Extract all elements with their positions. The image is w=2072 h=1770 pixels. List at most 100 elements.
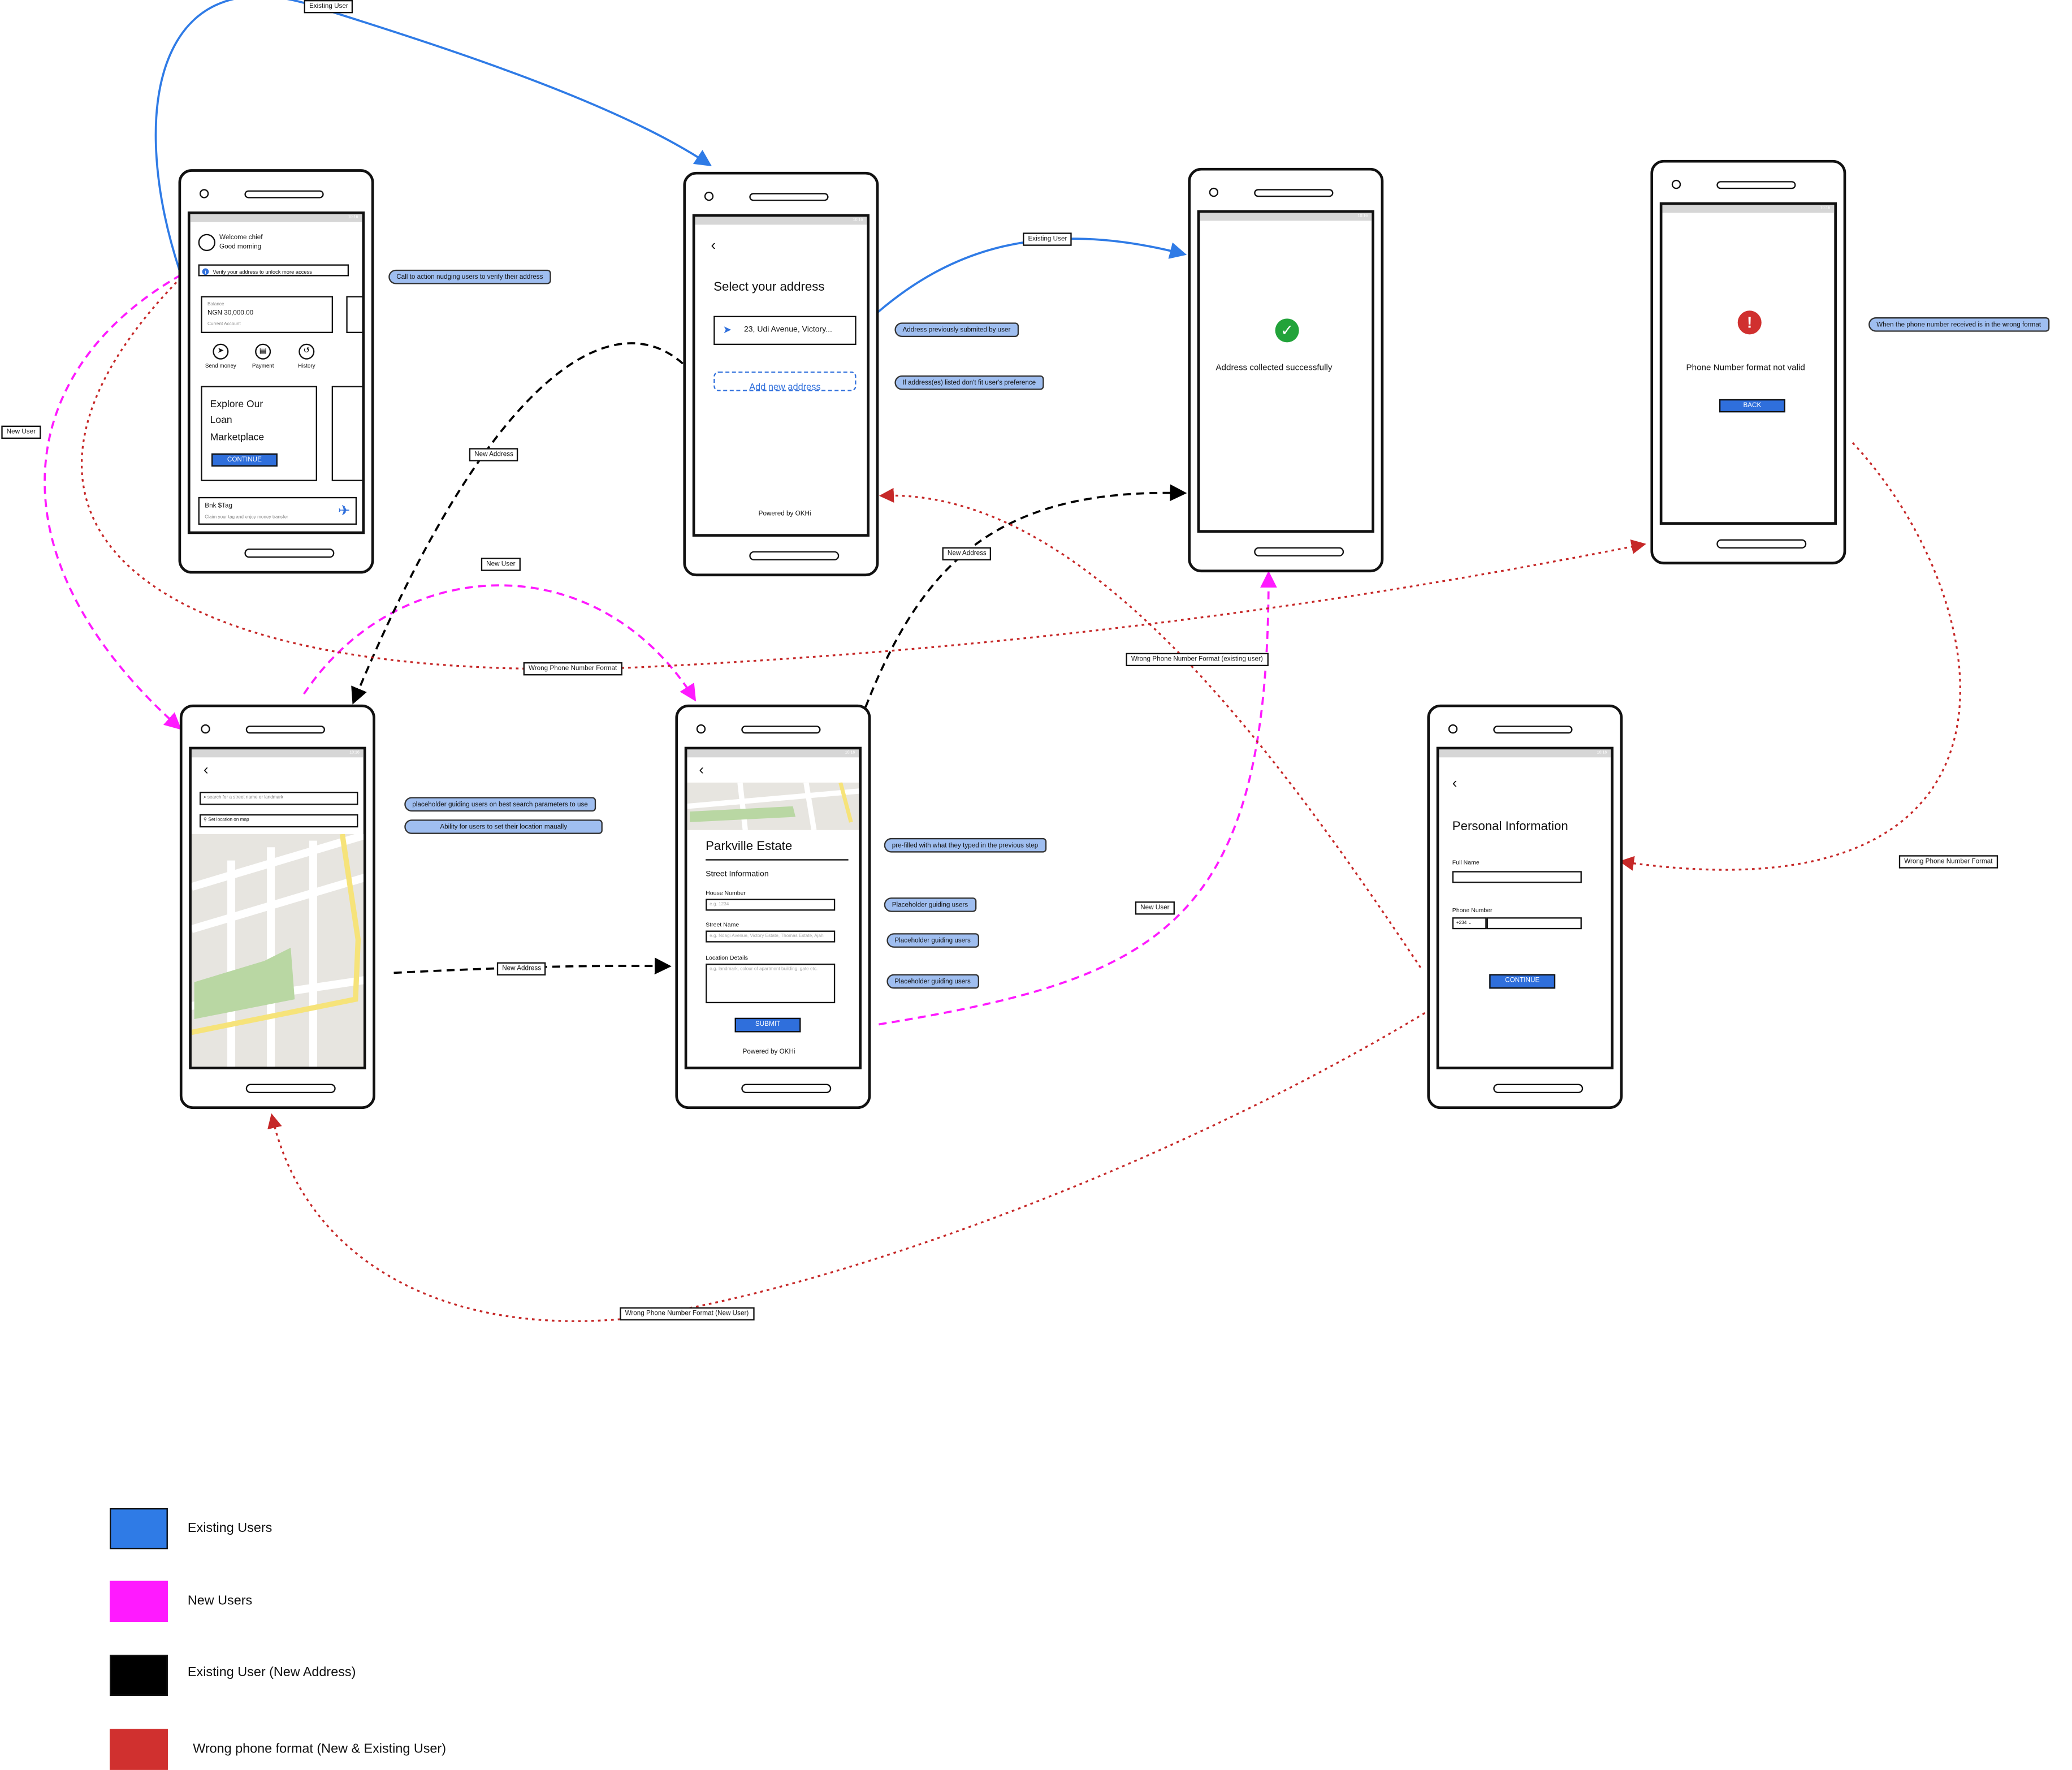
add-new-address-label: Add new address (749, 383, 821, 393)
phone-error: 10:16 ! Phone Number format not valid BA… (1650, 159, 1846, 565)
note-manual-set: Ability for users to set their location … (404, 819, 603, 834)
tag-sub: Claim your tag and enjoy money transfer (205, 514, 288, 520)
powered-by: Powered by OKHi (742, 1048, 795, 1056)
set-location-button[interactable]: ⚲ Set location on map (199, 814, 358, 828)
legend-label-new: New Users (187, 1594, 253, 1609)
legend-label-wrong-phone: Wrong phone format (New & Existing User) (193, 1742, 447, 1757)
flow-newaddr-map-to-form (393, 957, 672, 975)
map-view[interactable] (191, 834, 366, 1069)
loan-continue-button[interactable]: CONTINUE (211, 453, 278, 467)
note-search-hint: placeholder guiding users on best search… (404, 797, 596, 812)
flow-label-new-address-2: New Address (942, 547, 992, 561)
flow-label-wrong-phone-existing: Wrong Phone Number Format (existing user… (1126, 653, 1269, 667)
back-icon[interactable]: ‹ (699, 762, 704, 779)
screen-error: 10:16 ! Phone Number format not valid BA… (1659, 202, 1837, 525)
back-icon[interactable]: ‹ (203, 762, 209, 779)
flow-wrong-error-to-info (1619, 442, 1961, 871)
tag-title: Bnk $Tag (205, 502, 233, 511)
address-item-label: 23, Udi Avenue, Victory... (743, 326, 832, 335)
flow-new-form-to-success (879, 571, 1277, 1026)
balance-card-next[interactable] (346, 296, 362, 334)
action-payment[interactable]: ▤ Payment (243, 343, 283, 369)
tag-card[interactable]: Bnk $Tag Claim your tag and enjoy money … (198, 497, 357, 525)
greeting: Welcome chief (219, 234, 263, 242)
send-icon: ➤ (213, 343, 229, 360)
back-icon[interactable]: ‹ (1452, 776, 1457, 792)
flow-label-existing-user-mid: Existing User (1023, 232, 1072, 246)
balance-card[interactable]: Balance NGN 30,000.00 Current Account (201, 296, 334, 334)
search-icon: ⌕ (203, 794, 207, 800)
search-input[interactable]: ⌕ search for a street name or landmark (199, 792, 358, 805)
note-wrong-format: When the phone number received is in the… (1868, 317, 2049, 332)
back-icon[interactable]: ‹ (711, 238, 716, 254)
country-code-select[interactable]: +234 ⌄ (1452, 917, 1487, 930)
legend-swatch-wrong-phone (110, 1729, 168, 1770)
error-icon: ! (1737, 310, 1762, 335)
note-placeholder-2: Placeholder guiding users (886, 933, 979, 948)
phone-success: 10:16 ✓ Address collected successfully (1188, 167, 1384, 573)
note-cta: Call to action nudging users to verify t… (388, 269, 551, 284)
note-placeholder-1: Placeholder guiding users (884, 897, 976, 912)
note-prev-address: Address previously submited by user (894, 322, 1019, 338)
location-label: Location Details (706, 954, 749, 961)
flow-new-map-to-form (303, 584, 697, 702)
action-label: History (298, 362, 315, 369)
flow-newaddr-form-to-success (864, 484, 1187, 708)
pin-icon: ⚲ (203, 817, 209, 822)
screen-personal-info: 10:16 ‹ Personal Information Full Name P… (1436, 746, 1614, 1069)
location-details-field[interactable]: e.g. landmark, colour of apartment build… (706, 963, 836, 1004)
phone-address-form: 10:16 ‹ Parkville Estate Street Informat… (675, 704, 871, 1110)
address-item[interactable]: ➤ 23, Udi Avenue, Victory... (713, 316, 857, 346)
flow-wrong-info-to-map (267, 987, 1465, 1322)
action-label: Payment (252, 362, 274, 369)
flow-new-home-to-map (44, 274, 182, 730)
payment-icon: ▤ (255, 343, 271, 360)
page-title: Parkville Estate (706, 839, 793, 854)
screen-select-address: 10:16 ‹ Select your address ➤ 23, Udi Av… (692, 214, 870, 537)
full-name-label: Full Name (1452, 859, 1480, 866)
phone-map-search: 10:16 ‹ ⌕ search for a street name or la… (179, 704, 375, 1110)
loan-card[interactable]: Explore Our Loan Marketplace CONTINUE (201, 386, 317, 481)
location-arrow-icon: ➤ (723, 323, 732, 336)
flow-label-new-user-right: New User (1135, 901, 1175, 915)
loan-card-next[interactable] (331, 386, 362, 481)
submit-button[interactable]: SUBMIT (734, 1017, 801, 1033)
note-prefilled: pre-filled with what they typed in the p… (884, 837, 1046, 853)
full-name-field[interactable] (1452, 871, 1582, 883)
section-heading: Street Information (706, 871, 769, 879)
continue-button[interactable]: CONTINUE (1489, 974, 1556, 989)
action-send-money[interactable]: ➤ Send money (201, 343, 240, 369)
add-new-address-button[interactable]: Add new address (713, 371, 857, 393)
flow-label-wrong-phone-new: Wrong Phone Number Format (New User) (620, 1307, 754, 1321)
verify-banner-text: Verify your address to unlock more acces… (213, 267, 312, 275)
phone-label: Phone Number (1452, 906, 1493, 914)
phone-personal-info: 10:16 ‹ Personal Information Full Name P… (1427, 704, 1623, 1110)
balance-value: NGN 30,000.00 (207, 309, 254, 317)
screen-success: 10:16 ✓ Address collected successfully (1197, 210, 1374, 533)
error-message: Phone Number format not valid (1686, 363, 1805, 373)
account-label: Current Account (207, 321, 241, 327)
screen-address-form: 10:16 ‹ Parkville Estate Street Informat… (684, 746, 862, 1069)
flow-label-new-address-1: New Address (469, 448, 519, 461)
legend-swatch-new-address (110, 1655, 168, 1696)
loan-line3: Marketplace (210, 430, 265, 443)
flow-label-wrong-phone: Wrong Phone Number Format (523, 662, 622, 676)
back-button[interactable]: BACK (1719, 399, 1785, 413)
success-message: Address collected successfully (1215, 363, 1333, 373)
legend-swatch-existing (110, 1508, 168, 1549)
action-history[interactable]: ↺ History (287, 343, 326, 369)
street-name-field[interactable]: e.g. Ndagi Avenue, Victory Estate, Thoma… (706, 930, 836, 943)
legend-swatch-new (110, 1581, 168, 1622)
avatar (198, 234, 215, 252)
flow-label-new-address-3: New Address (496, 962, 547, 976)
action-label: Send money (205, 362, 236, 369)
flow-existing-select-to-success (853, 238, 1187, 335)
house-number-field[interactable]: e.g. 1234 (706, 899, 836, 911)
flow-label-new-user-mid: New User (481, 558, 521, 571)
powered-by: Powered by OKHi (758, 510, 811, 519)
phone-select-address: 10:16 ‹ Select your address ➤ 23, Udi Av… (683, 171, 879, 577)
phone-number-field[interactable] (1486, 917, 1582, 930)
verify-banner[interactable]: i Verify your address to unlock more acc… (198, 264, 349, 277)
flow-wrong-info-to-select (879, 487, 1422, 968)
